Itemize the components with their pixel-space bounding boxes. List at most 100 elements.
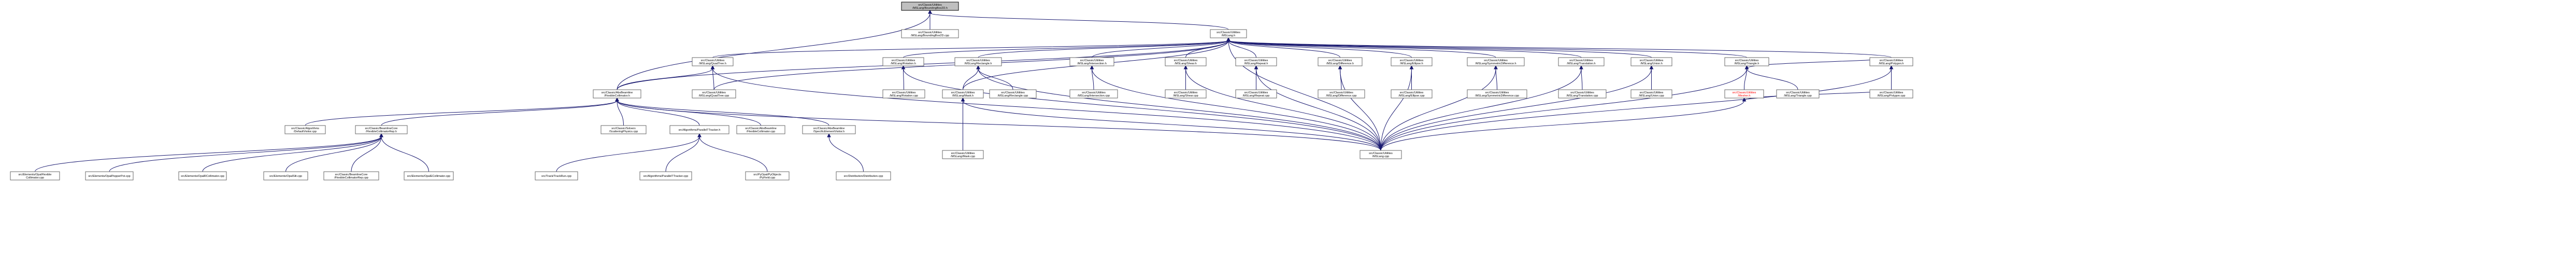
node-union-cpp[interactable]: src/Classic/Utilities/MSLang/Union.cpp <box>1630 89 1672 99</box>
edge-translation_h-to-mslang <box>1228 40 1582 58</box>
node-box <box>1235 89 1277 99</box>
node-polygon-h[interactable]: src/Classic/Utilities/MSLang/Polygon.h <box>1869 57 1913 66</box>
node-polygon-cpp[interactable]: src/Classic/Utilities/MSLang/Polygon.cpp <box>1869 89 1913 99</box>
node-el-rcoll[interactable]: src/Elements/OpalRCollimator.cpp <box>178 171 227 181</box>
edge-beamlinecore_h-to-absbeam_h <box>381 100 618 126</box>
node-label-line: src/Classic/Utilities <box>1082 91 1106 94</box>
node-label-line: src/Classic/Utilities <box>1640 59 1664 62</box>
node-translation-h[interactable]: src/Classic/Utilities/MSLang/Translation… <box>1558 57 1605 66</box>
node-label-line: src/Classic/Utilities <box>892 91 916 94</box>
node-label-line: src/Classic/Utilities <box>1328 59 1352 62</box>
node-box <box>85 171 134 181</box>
node-label-line: /MSLang/Triangle.cpp <box>1784 94 1812 98</box>
node-rectangle-cpp[interactable]: src/Classic/Utilities/MSLang/Rectangle.c… <box>989 89 1037 99</box>
node-symdiff-cpp[interactable]: src/Classic/Utilities/MSLang/SymmetricDi… <box>1467 89 1527 99</box>
node-solvers[interactable]: src/Classic/Solvers/ScatteringPhysics.cp… <box>600 125 647 134</box>
edge-triangle_h-to-mslang <box>1228 40 1747 58</box>
node-ellipse-h[interactable]: src/Classic/Utilities/MSLang/Ellipse.h <box>1391 57 1433 66</box>
node-box <box>901 2 959 11</box>
node-el-slit[interactable]: src/Elements/OpalSlit.cpp <box>263 171 308 181</box>
node-label-line: src/Classic/BeamlineCore <box>365 127 398 130</box>
node-label-line: /MSLang/Shear.cpp <box>1173 94 1198 98</box>
node-label-line: src/Classic/Solvers <box>611 127 636 130</box>
node-repeat-h[interactable]: src/Classic/Utilities/MSLang/Repeat.h <box>1235 57 1277 66</box>
node-ptracker-cpp[interactable]: src/Algorithms/ParallelTTracker.cpp <box>639 171 692 181</box>
node-difference-h[interactable]: src/Classic/Utilities/MSLang/Difference.… <box>1318 57 1363 66</box>
node-el-ecoll[interactable]: src/Elements/OpalECollimator.cpp <box>404 171 454 181</box>
node-shear-h[interactable]: src/Classic/Utilities/MSLang/Shear.h <box>1165 57 1207 66</box>
node-distribution[interactable]: src/Distribution/Distribution.cpp <box>836 171 891 181</box>
node-label-line: src/Classic/Utilities <box>701 59 725 62</box>
node-label-line: /MSLang/QuadTree.h <box>699 62 726 65</box>
node-box <box>954 57 1002 66</box>
node-algo-default[interactable]: src/Classic/Algorithms/DefaultVisitor.cp… <box>284 125 326 134</box>
node-box <box>1724 89 1764 99</box>
node-label-line: src/Classic/AbsBeamline <box>813 127 845 130</box>
node-box <box>1210 29 1247 38</box>
node-label-line: /MSLang/Rectangle.h <box>965 62 992 65</box>
node-difference-cpp[interactable]: src/Classic/Utilities/MSLang/Difference.… <box>1318 89 1365 99</box>
arrowhead-mslang_cpp-to-absbeam_h <box>615 97 619 102</box>
node-box <box>535 171 578 181</box>
node-union-h[interactable]: src/Classic/Utilities/MSLang/Union.h <box>1630 57 1672 66</box>
node-box <box>284 125 326 134</box>
node-label-line: src/Classic/Utilities <box>1400 59 1424 62</box>
node-intersection-cpp[interactable]: src/Classic/Utilities/MSLang/Intersectio… <box>1069 89 1118 99</box>
node-box <box>1467 57 1525 66</box>
node-label-line: src/Classic/Utilities <box>892 59 915 62</box>
node-absbeam-cpp[interactable]: src/Classic/AbsBeamline/FlexibleCollimat… <box>736 125 785 134</box>
node-specific[interactable]: src/Classic/AbsBeamline/SpecificElementV… <box>802 125 856 134</box>
arrowhead-absbeam_h-to-root <box>928 9 932 14</box>
node-mask-h[interactable]: src/Classic/Utilities/MSLang/Mask.h <box>942 89 984 99</box>
node-label-line: /MSLang.cpp <box>1372 155 1389 158</box>
edge-polygon_h-to-mslang <box>1228 40 1892 58</box>
node-mask-cpp[interactable]: src/Classic/Utilities/MSLang/Mask.cpp <box>942 150 984 159</box>
node-label-line: src/Classic/Utilities <box>1569 59 1593 62</box>
node-label-line: /FlexibleCollimatorRep.cpp <box>334 176 368 179</box>
node-box <box>669 125 729 134</box>
node-ptracker-h[interactable]: src/Algorithms/ParallelTTracker.h <box>669 125 729 134</box>
node-label-line: src/Classic/Utilities <box>951 152 975 155</box>
node-rotation-h[interactable]: src/Classic/Utilities/MSLang/Rotation.h <box>882 57 924 66</box>
node-box <box>1318 89 1365 99</box>
node-box <box>942 89 984 99</box>
node-pyfield[interactable]: src/PyOpal/PyObjects/PyField.cpp <box>745 171 790 181</box>
arrowhead-mslang_cpp-to-rectangle_h <box>976 65 980 70</box>
node-triangle-cpp[interactable]: src/Classic/Utilities/MSLang/Triangle.cp… <box>1776 89 1820 99</box>
node-intersection-h[interactable]: src/Classic/Utilities/MSLang/Intersectio… <box>1069 57 1114 66</box>
node-label-line: /FlexibleCollimator.h <box>604 94 630 98</box>
node-box <box>1724 57 1769 66</box>
node-beamlinecore-h[interactable]: src/Classic/BeamlineCore/FlexibleCollima… <box>355 125 408 134</box>
node-rectangle-h[interactable]: src/Classic/Utilities/MSLang/Rectangle.h <box>954 57 1002 66</box>
edge-mesher_h-to-triangle_h <box>1744 68 1747 90</box>
node-shear-cpp[interactable]: src/Classic/Utilities/MSLang/Shear.cpp <box>1165 89 1207 99</box>
node-mesher-h[interactable]: src/Classic/Utilities/Mesher.h <box>1724 89 1764 99</box>
node-bl-flexrep[interactable]: src/Classic/BeamlineCore/FlexibleCollima… <box>323 171 379 181</box>
node-repeat-cpp[interactable]: src/Classic/Utilities/MSLang/Repeat.cpp <box>1235 89 1277 99</box>
node-triangle-h[interactable]: src/Classic/Utilities/MSLang/Triangle.h <box>1724 57 1769 66</box>
node-box <box>1630 57 1672 66</box>
node-label-line: src/Classic/Utilities <box>1733 91 1756 94</box>
node-symdiff-h[interactable]: src/Classic/Utilities/MSLang/SymmetricDi… <box>1467 57 1525 66</box>
node-label-line: src/Classic/Utilities <box>1174 59 1198 62</box>
node-label-line: src/Classic/Utilities <box>1400 91 1424 94</box>
node-absbeam-h[interactable]: src/Classic/AbsBeamline/FlexibleCollimat… <box>593 89 641 99</box>
node-box <box>355 125 408 134</box>
node-label-line: /MSLang/Repeat.h <box>1244 62 1268 65</box>
node-quadtree-cpp[interactable]: src/Classic/Utilities/MSLang/QuadTree.cp… <box>692 89 736 99</box>
node-trackrun[interactable]: src/Track/TrackRun.cpp <box>535 171 578 181</box>
arrowhead-mslang_cpp-to-triangle_h <box>1744 65 1749 70</box>
node-box <box>1630 89 1672 99</box>
node-el-pepper[interactable]: src/Elements/OpalPepperPot.cpp <box>85 171 134 181</box>
edge-mslang_cpp-to-ellipse_h <box>1380 68 1412 151</box>
node-ellipse-cpp[interactable]: src/Classic/Utilities/MSLang/Ellipse.cpp <box>1391 89 1433 99</box>
node-mslang[interactable]: src/Classic/Utilities/MSLang.h <box>1210 29 1247 38</box>
node-rotation-cpp[interactable]: src/Classic/Utilities/MSLang/Rotation.cp… <box>882 89 925 99</box>
node-translation-cpp[interactable]: src/Classic/Utilities/MSLang/Translation… <box>1558 89 1607 99</box>
node-quadtree-h[interactable]: src/Classic/Utilities/MSLang/QuadTree.h <box>692 57 734 66</box>
node-mslang-cpp[interactable]: src/Classic/Utilities/MSLang.cpp <box>1359 150 1402 159</box>
edge-mslang_cpp-to-symdiff_h <box>1380 68 1496 151</box>
node-bbcpp[interactable]: src/Classic/Utilities/MSLang/BoundingBox… <box>901 29 959 38</box>
